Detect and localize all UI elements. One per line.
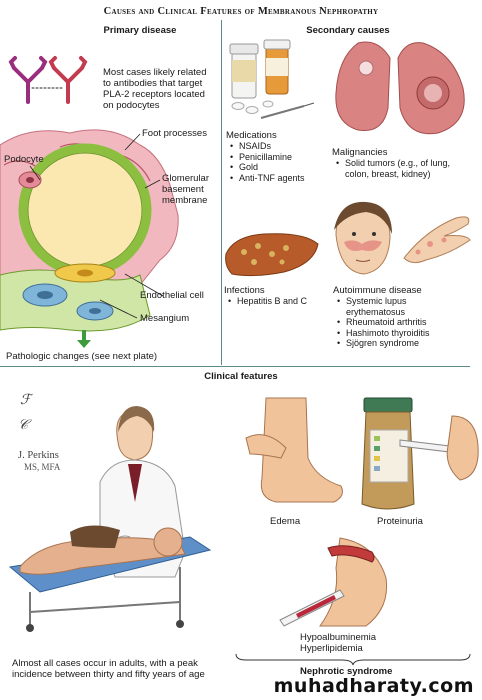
- proteinuria-label: Proteinuria: [377, 516, 423, 527]
- infections-title: Infections: [224, 285, 265, 296]
- pointer-lines-primary: [29, 133, 164, 319]
- infections-list: Hepatitis B and C: [228, 296, 323, 307]
- foot-processes-label: Foot processes: [142, 128, 207, 139]
- nephrotic-brace: [235, 653, 471, 666]
- figure-title: Causes and Clinical Features of Membrano…: [103, 6, 379, 17]
- age-incidence-note: Almost all cases occur in adults, with a…: [12, 658, 205, 680]
- gbm-label: Glomerular basement membrane: [162, 173, 209, 206]
- hypoalbuminemia-label: Hypoalbuminemia: [300, 632, 377, 643]
- antibody-note: Most cases likely related to antibodies …: [103, 67, 207, 111]
- secondary-heading: Secondary causes: [306, 25, 390, 36]
- vertical-divider: [221, 20, 222, 365]
- medication-item: Penicillamine: [230, 152, 325, 163]
- hyperlipidemia-label: Hyperlipidemia: [300, 643, 363, 654]
- infection-item: Hepatitis B and C: [228, 296, 323, 307]
- lupus-face-illustration: [334, 201, 471, 275]
- medication-item: Gold: [230, 162, 325, 173]
- medication-item: NSAIDs: [230, 141, 325, 152]
- horizontal-divider: [0, 366, 470, 367]
- autoimmune-item: Sjögren syndrome: [337, 338, 467, 349]
- primary-heading: Primary disease: [103, 25, 177, 36]
- antibody-illustration: [8, 56, 88, 104]
- autoimmune-item: Rheumatoid arthritis: [337, 317, 467, 328]
- machado-signature: 𝒞: [18, 418, 29, 433]
- endothelial-label: Endothelial cell: [140, 290, 204, 301]
- edema-label: Edema: [270, 516, 301, 527]
- malignancy-item: Solid tumors (e.g., of lung, colon, brea…: [336, 158, 456, 179]
- malignancies-title: Malignancies: [332, 147, 388, 158]
- netter-signature: ℱ: [20, 393, 32, 408]
- credit-name: J. Perkins: [18, 450, 59, 461]
- medication-item: Anti-TNF agents: [230, 173, 325, 184]
- glomerular-capillary-illustration: [0, 129, 179, 332]
- credit-degree: MS, MFA: [24, 462, 61, 472]
- autoimmune-list: Systemic lupus erythematosus Rheumatoid …: [337, 296, 467, 349]
- doctor-patient-illustration: [8, 406, 212, 632]
- mesangium-label: Mesangium: [140, 313, 190, 324]
- autoimmune-title: Autoimmune disease: [333, 285, 422, 296]
- urine-dipstick-illustration: [361, 397, 479, 510]
- green-arrow-icon: [77, 330, 91, 348]
- clinical-heading: Clinical features: [204, 371, 278, 382]
- autoimmune-item: Systemic lupus erythematosus: [337, 296, 467, 317]
- autoimmune-item: Hashimoto thyroiditis: [337, 328, 467, 339]
- lung-tumor-illustration: [335, 41, 465, 135]
- arm-blood-draw-illustration: [279, 537, 388, 627]
- medication-bottles-illustration: [229, 39, 315, 119]
- podocyte-label: Podocyte: [4, 154, 44, 165]
- nephrotic-syndrome-label: Nephrotic syndrome: [300, 666, 393, 677]
- medications-title: Medications: [226, 130, 277, 141]
- medications-list: NSAIDs Penicillamine Gold Anti-TNF agent…: [230, 141, 325, 183]
- pathologic-changes-label: Pathologic changes (see next plate): [6, 351, 158, 362]
- edema-foot-illustration: [245, 397, 343, 503]
- liver-illustration: [225, 233, 319, 277]
- malignancies-list: Solid tumors (e.g., of lung, colon, brea…: [336, 158, 456, 179]
- watermark: muhadharaty.com: [273, 675, 474, 697]
